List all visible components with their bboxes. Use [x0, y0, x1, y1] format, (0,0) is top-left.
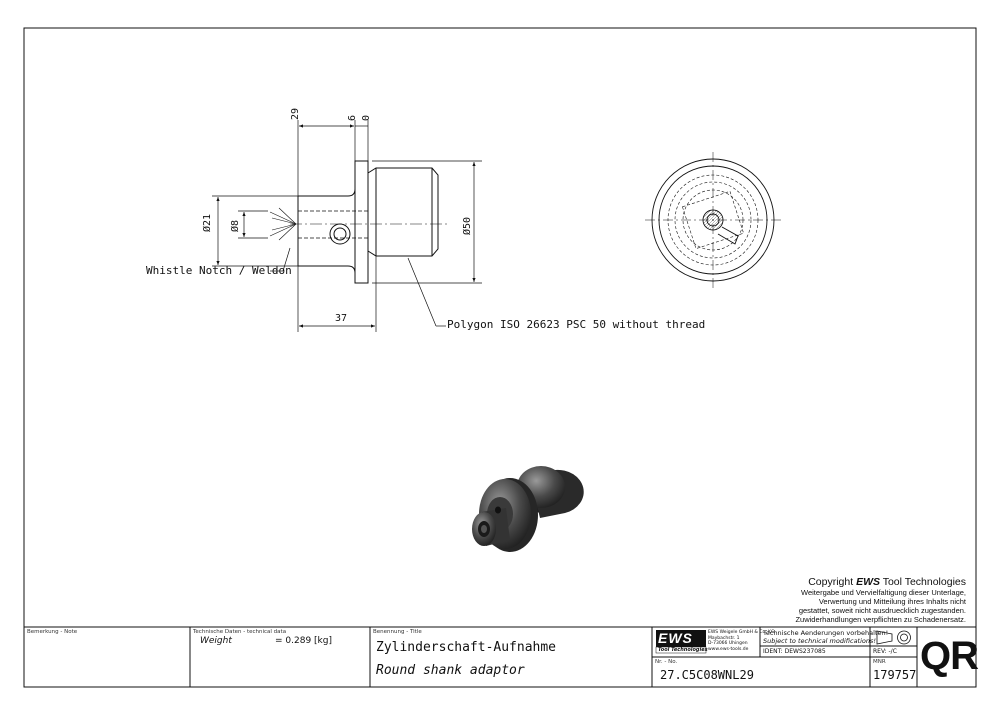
tech-data-label: Technische Daten - technical data	[193, 629, 287, 635]
copyright-brand: EWS	[856, 576, 880, 588]
company-address: EWS Weigele GmbH & Co. KG Maybachstr. 1 …	[708, 630, 774, 652]
copyright-line-2: Verwertung und Mitteilung ihres Inhalts …	[818, 597, 966, 606]
sheet-frame	[23, 27, 977, 688]
mnr-number: 179757	[873, 668, 917, 682]
qr-mark: QR	[920, 634, 979, 678]
callout-whistle-notch: Whistle Notch / Weldon	[146, 264, 292, 277]
dim-d50: Ø50	[462, 216, 473, 235]
changes-de: Technische Aenderungen vorbehalten!	[763, 629, 889, 637]
ident: IDENT: DEWS237085	[763, 648, 826, 655]
dim-d21: Ø21	[202, 213, 213, 232]
title-de: Zylinderschaft-Aufnahme	[376, 640, 557, 655]
side-view	[269, 160, 450, 284]
company-line-1: EWS Weigele GmbH & Co. KG	[708, 630, 775, 635]
company-line-2: Maybachstr. 1	[708, 635, 740, 641]
copyright-line-4: Zuwiderhandlungen verpflichten zu Schade…	[795, 615, 966, 624]
title-en: Round shank adaptor	[376, 663, 525, 678]
copyright-prefix: Copyright	[808, 576, 857, 588]
mnr-label: MNR	[873, 659, 886, 665]
dim-0: 0	[361, 114, 372, 121]
ews-logo-text: EWS	[658, 630, 693, 646]
changes-en: Subject to technical modifications!	[763, 637, 876, 645]
dim-29: 29	[290, 107, 301, 120]
dim-d8: Ø8	[230, 219, 241, 232]
dim-6: 6	[347, 114, 358, 121]
title-block-lines	[24, 626, 976, 687]
copyright-notice: Copyright EWS Tool Technologies Weiterga…	[795, 576, 966, 624]
ews-logo-sub: Tool Technologies	[658, 646, 708, 653]
ews-logo-icon	[655, 630, 707, 654]
article-number: 27.C5C08WNL29	[660, 668, 754, 682]
company-line-4: www.ews-tools.de	[708, 646, 749, 652]
callout-polygon: Polygon ISO 26623 PSC 50 without thread	[447, 318, 706, 331]
revision: REV: -/C	[873, 648, 897, 655]
front-view	[645, 152, 781, 288]
company-line-3: D-73066 Uhingen	[708, 641, 748, 646]
weight-label: Weight	[200, 636, 232, 646]
copyright-line-1: Weitergabe und Vervielfaltigung dieser U…	[801, 588, 966, 597]
dimension-lines	[212, 120, 482, 332]
title-label: Benennung - Title	[373, 629, 422, 635]
weight-value: = 0.289 [kg]	[275, 636, 332, 646]
note-label: Bemerkung - Note	[27, 629, 78, 635]
iso-view	[472, 466, 584, 552]
projection-symbol-icon	[876, 630, 911, 645]
dim-37: 37	[335, 313, 348, 324]
copyright-line-3: gestattet, soweit nicht ausdruecklich zu…	[798, 606, 966, 615]
number-label: Nr. - No.	[655, 659, 678, 665]
copyright-suffix: Tool Technologies	[879, 576, 966, 588]
